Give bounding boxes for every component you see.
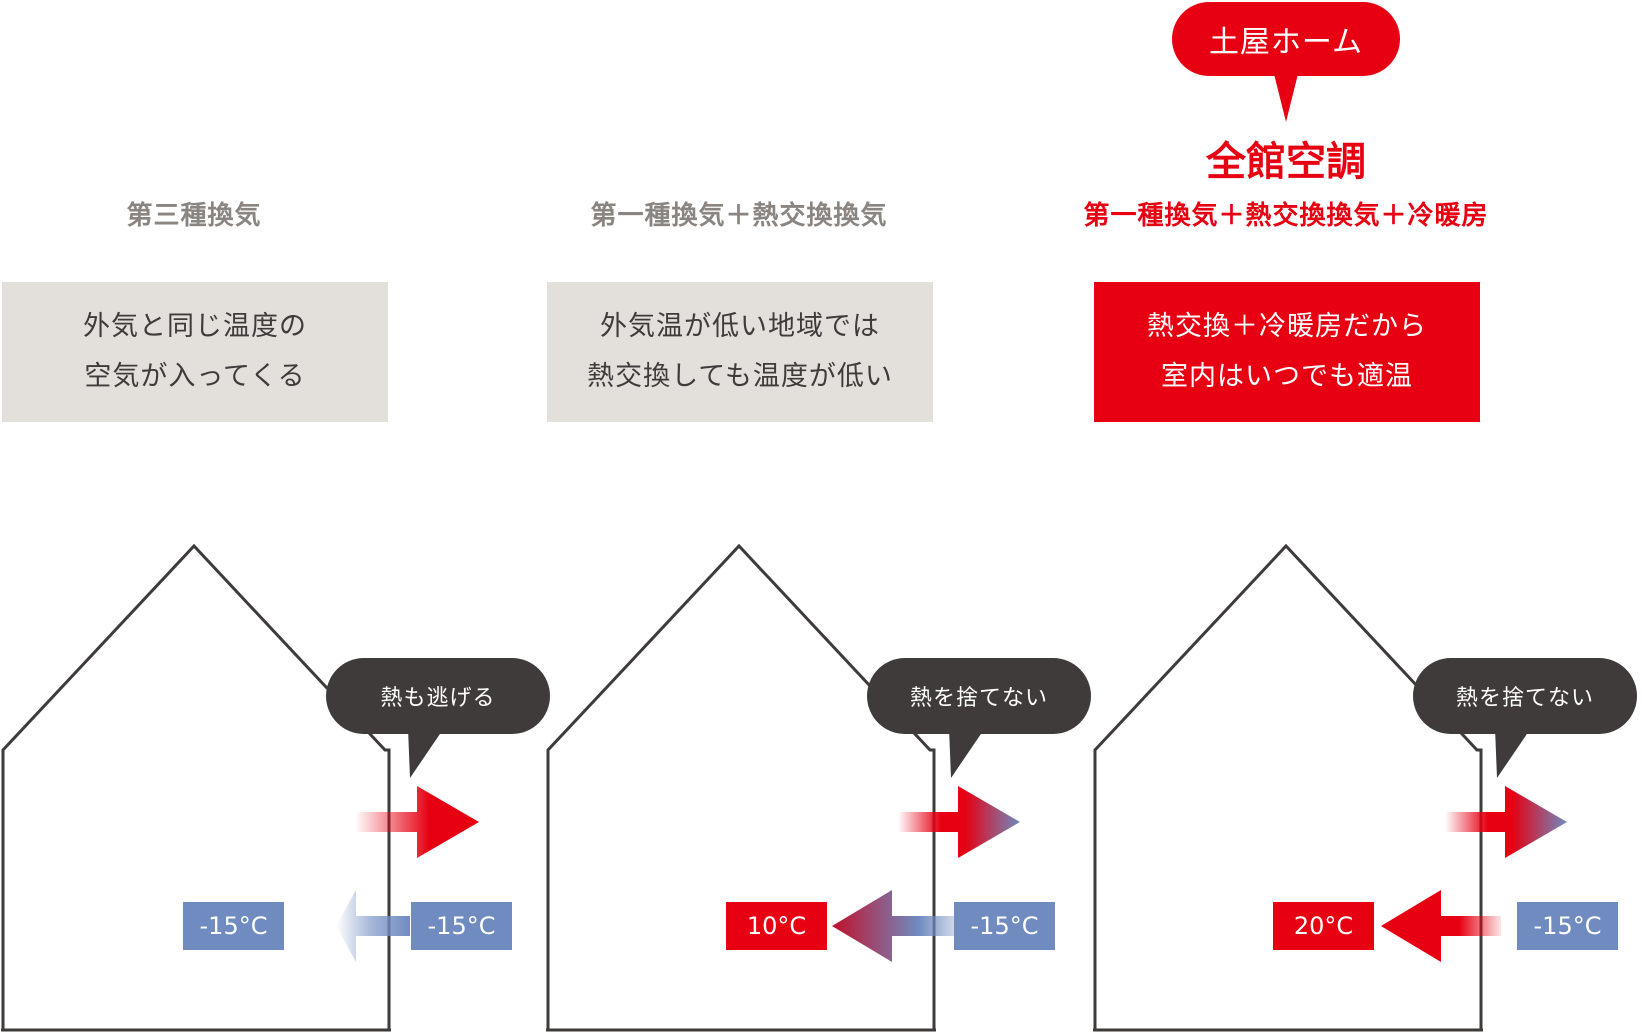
speech-bubble-1: 熱も逃げる — [326, 658, 550, 734]
speech-bubble-tail-1 — [408, 728, 444, 778]
intake-arrow-2 — [832, 890, 956, 962]
column-title-3: 第一種換気＋熱交換換気＋冷暖房 — [1083, 201, 1489, 231]
exhaust-arrow-1 — [355, 786, 479, 858]
speech-bubble-tail-2 — [949, 728, 985, 778]
description-line: 外気と同じ温度の — [83, 311, 307, 342]
exhaust-arrow-3 — [1445, 786, 1567, 858]
indoor-temp-2: 10°C — [726, 902, 827, 950]
brand-bubble-tail — [1274, 74, 1298, 122]
indoor-temp-1: -15°C — [183, 902, 284, 950]
exhaust-arrow-2 — [898, 786, 1020, 858]
speech-bubble-tail-3 — [1495, 728, 1531, 778]
brand-label: 土屋ホーム — [1208, 25, 1364, 60]
speech-bubble-text: 熱も逃げる — [380, 686, 496, 711]
indoor-temp-3: 20°C — [1273, 902, 1374, 950]
outdoor-temp-2: -15°C — [954, 902, 1055, 950]
description-box-1: 外気と同じ温度の 空気が入ってくる — [2, 282, 388, 422]
outdoor-temp-3: -15°C — [1517, 902, 1618, 950]
column-title-1: 第三種換気 — [126, 201, 262, 231]
speech-bubble-text: 熱を捨てない — [1455, 686, 1594, 711]
intake-arrow-1 — [336, 890, 410, 962]
description-box-2: 外気温が低い地域では 熱交換しても温度が低い — [547, 282, 933, 422]
speech-bubble-2: 熱を捨てない — [867, 658, 1091, 734]
description-line: 室内はいつでも適温 — [1161, 361, 1413, 392]
column-title-2: 第一種換気＋熱交換換気 — [590, 201, 888, 231]
description-line: 熱交換＋冷暖房だから — [1147, 311, 1427, 342]
speech-bubble-text: 熱を捨てない — [909, 686, 1048, 711]
house-outline-1 — [1, 543, 391, 1032]
description-line: 熱交換しても温度が低い — [587, 361, 893, 392]
description-line: 外気温が低い地域では — [600, 311, 880, 342]
intake-arrow-3 — [1381, 890, 1501, 962]
outdoor-temp-1: -15°C — [411, 902, 512, 950]
system-title: 全館空調 — [1206, 139, 1366, 185]
house-outline-3 — [1093, 543, 1483, 1032]
brand-bubble: 土屋ホーム — [1172, 2, 1400, 76]
description-box-3: 熱交換＋冷暖房だから 室内はいつでも適温 — [1094, 282, 1480, 422]
speech-bubble-3: 熱を捨てない — [1413, 658, 1637, 734]
house-outline-2 — [546, 543, 936, 1032]
description-line: 空気が入ってくる — [84, 361, 306, 392]
